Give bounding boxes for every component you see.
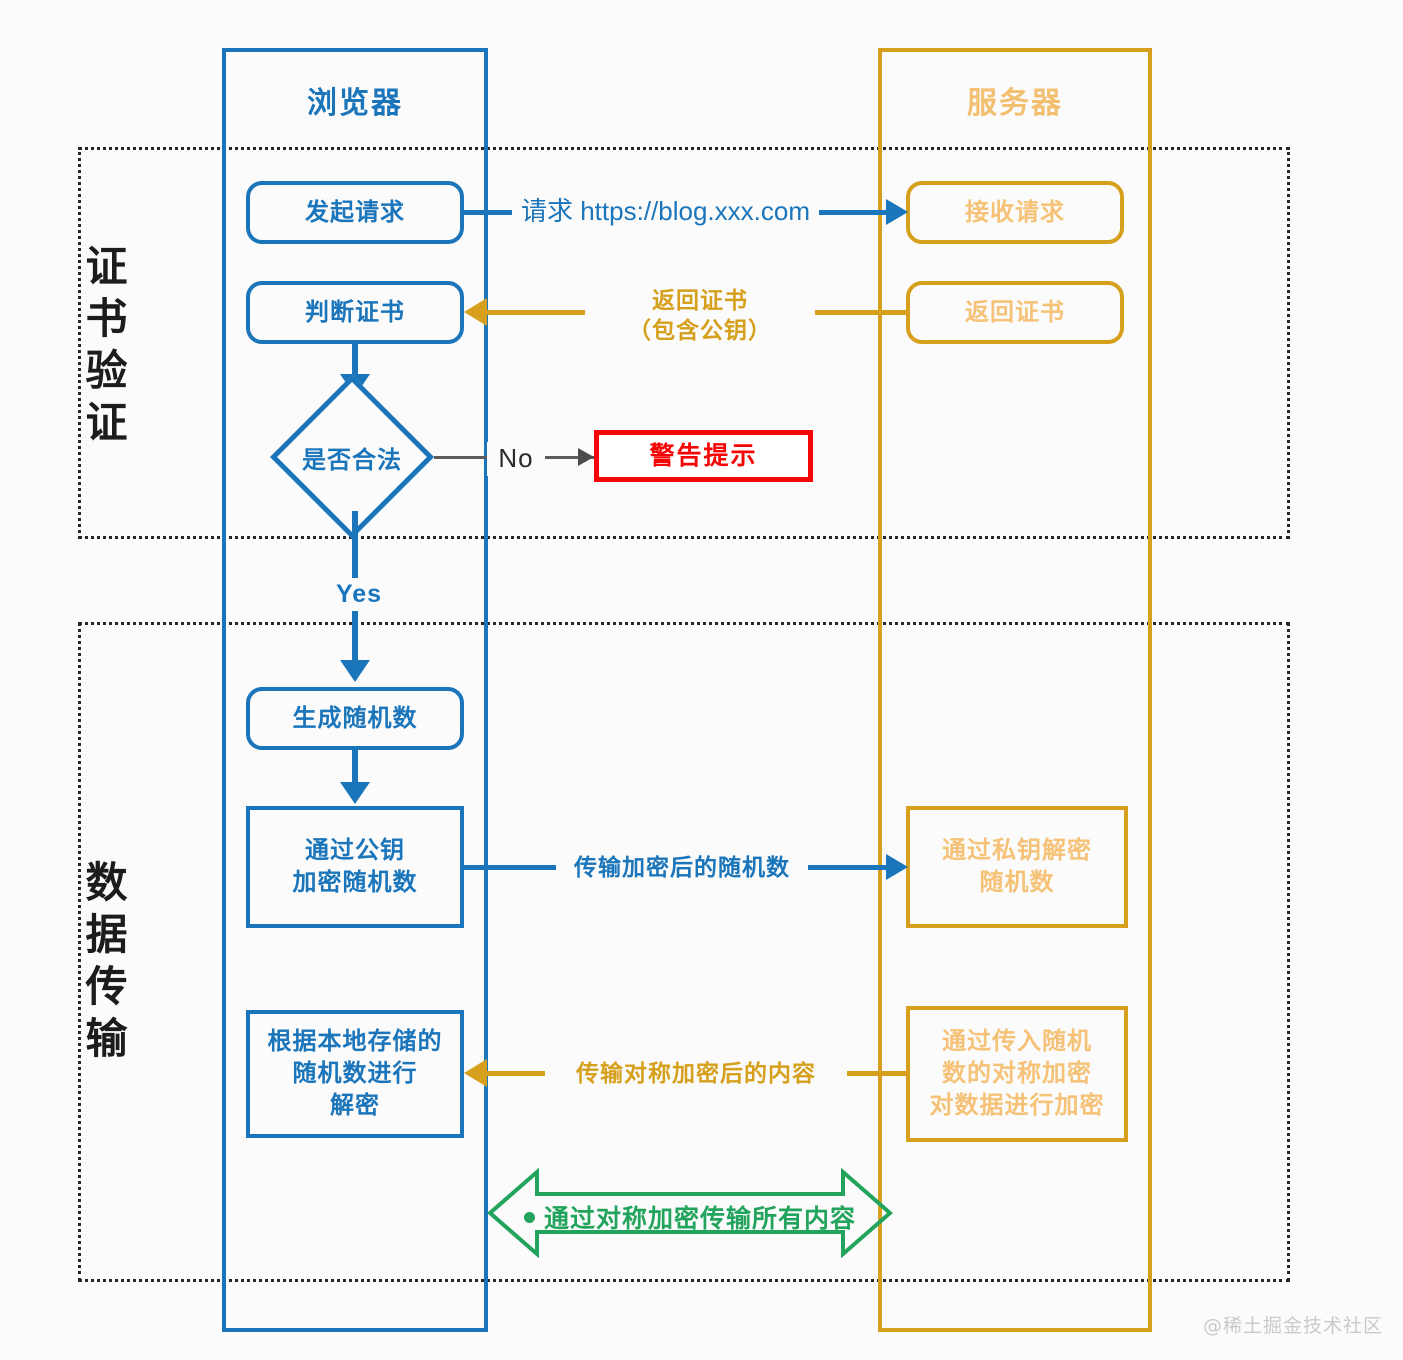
connector-transfer-sym-arrowhead [464, 1059, 487, 1087]
node-return-certificate[interactable]: 返回证书 [906, 281, 1124, 344]
symmetric-channel-label-wrap: 通过对称加密传输所有内容 [487, 1199, 893, 1235]
lane-title-browser: 浏览器 [307, 87, 403, 120]
connector-gen-to-encrypt-arrowhead [340, 782, 370, 804]
node-generate-random[interactable]: 生成随机数 [246, 687, 464, 750]
edge-label-transfer-symmetric-content: 传输对称加密后的内容 [545, 1059, 847, 1089]
connector-request-arrowhead [886, 199, 908, 225]
symmetric-channel-double-arrow: 通过对称加密传输所有内容 [487, 1168, 893, 1258]
connector-transfer-random-arrowhead [886, 854, 908, 880]
section-frame-cert-verify [78, 147, 1290, 539]
symmetric-channel-label: 通过对称加密传输所有内容 [543, 1205, 856, 1233]
bullet-dot-icon [523, 1211, 535, 1223]
node-decrypt-with-private-key[interactable]: 通过私钥解密 随机数 [906, 806, 1128, 928]
edge-label-no: No [487, 442, 545, 476]
lane-title-server: 服务器 [967, 87, 1063, 120]
connector-gen-to-encrypt-line [352, 750, 358, 786]
edge-label-transfer-encrypted-random: 传输加密后的随机数 [556, 853, 808, 883]
node-warning-alert[interactable]: 警告提示 [594, 430, 813, 482]
lane-server [878, 48, 1152, 1332]
section-label-cert-verify: 证书验证 [79, 244, 128, 452]
section-frame-data-transfer [78, 622, 1290, 1282]
connector-return-cert-arrowhead [464, 298, 487, 326]
connector-no-arrowhead [578, 448, 594, 466]
watermark-text: @稀土掘金技术社区 [1203, 1315, 1384, 1337]
section-label-data-transfer: 数据传输 [79, 860, 128, 1068]
edge-label-request-url: 请求 https://blog.xxx.com [512, 195, 819, 229]
edge-label-yes: Yes [324, 578, 394, 611]
edge-label-return-certificate: 返回证书 （包含公钥） [585, 286, 815, 346]
connector-judge-to-diamond-line [352, 344, 358, 380]
connector-yes-arrowhead [340, 660, 370, 682]
node-send-request[interactable]: 发起请求 [246, 181, 464, 244]
lane-browser [222, 48, 488, 1332]
node-judge-certificate[interactable]: 判断证书 [246, 281, 464, 344]
node-local-decrypt[interactable]: 根据本地存储的 随机数进行 解密 [246, 1010, 464, 1138]
node-encrypt-with-public-key[interactable]: 通过公钥 加密随机数 [246, 806, 464, 928]
node-receive-request[interactable]: 接收请求 [906, 181, 1124, 244]
node-server-symmetric-encrypt[interactable]: 通过传入随机 数的对称加密 对数据进行加密 [906, 1006, 1128, 1142]
